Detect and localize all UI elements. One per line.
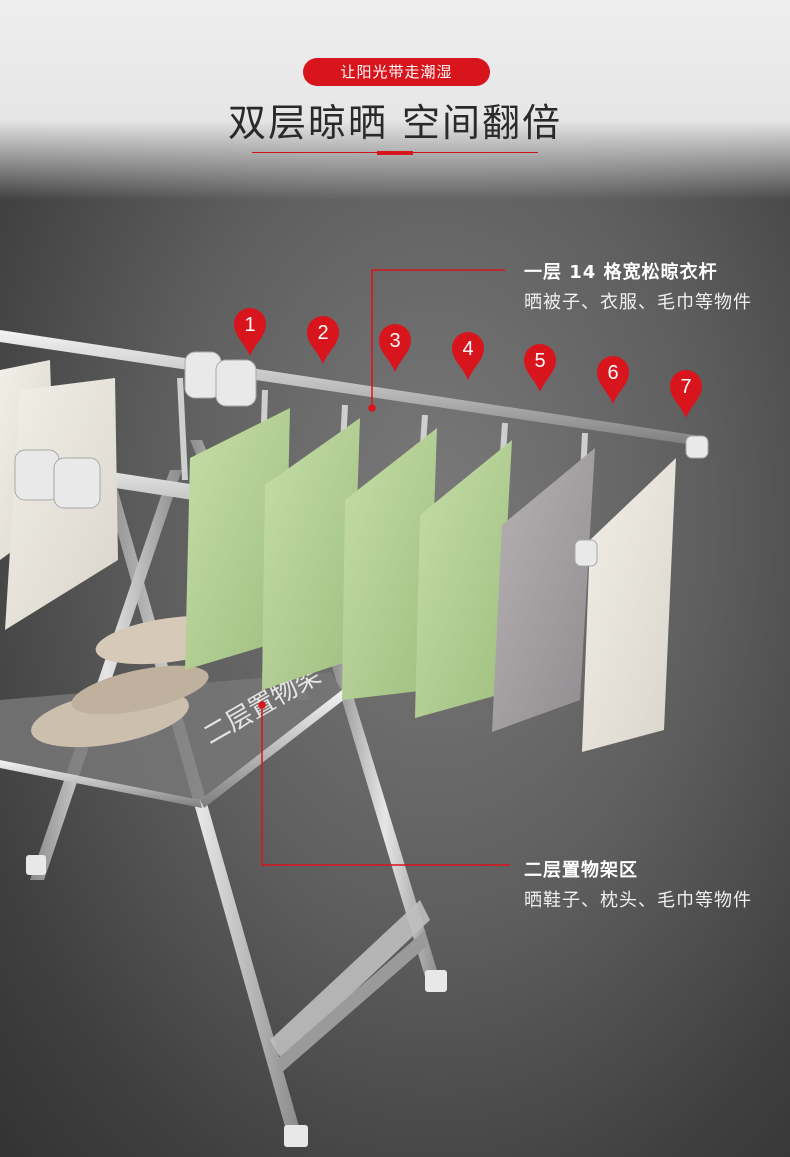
back-rail (0, 330, 700, 446)
callout-top-title: 一层 14 格宽松晾衣杆 (524, 262, 718, 283)
leg-feet (26, 855, 447, 1147)
callout-bottom-desc: 晒鞋子、枕头、毛巾等物件 (524, 890, 752, 911)
callout-top-desc: 晒被子、衣服、毛巾等物件 (524, 292, 752, 313)
marker-pin-3: 3 (379, 324, 411, 372)
leg-brace (270, 900, 430, 1074)
marker-pin-2: 2 (307, 316, 339, 364)
marker-pin-7: 7 (670, 370, 702, 418)
marker-pin-4: 4 (452, 332, 484, 380)
tagline-badge: 让阳光带走潮湿 (303, 58, 490, 86)
marker-label: 4 (462, 338, 473, 360)
marker-pin-5: 5 (524, 344, 556, 392)
marker-pin-1: 1 (234, 308, 266, 356)
rod-markers: 1 2 3 4 5 6 7 (234, 308, 702, 418)
marker-label: 3 (389, 330, 400, 352)
callout-leader-bottom (258, 701, 510, 866)
page-title: 双层晾晒 空间翻倍 (227, 101, 563, 145)
towel-green-3 (342, 428, 437, 700)
towel-green-2 (262, 418, 360, 690)
slippers (31, 615, 245, 748)
marker-label: 6 (607, 362, 618, 384)
callout-leader-top (368, 269, 505, 412)
towels (0, 360, 676, 752)
callout-bottom-title: 二层置物架区 (524, 860, 638, 881)
towel-white-right (582, 458, 676, 752)
marker-label: 5 (534, 350, 545, 372)
marker-pin-6: 6 (597, 356, 629, 404)
header-background (0, 0, 790, 200)
towel-gray (492, 448, 595, 732)
towel-green-4 (415, 440, 512, 718)
marker-label: 2 (317, 322, 328, 344)
title-divider-accent (377, 151, 413, 155)
marker-label: 7 (680, 376, 691, 398)
marker-label: 1 (244, 314, 255, 336)
rail-joints (14, 351, 709, 567)
